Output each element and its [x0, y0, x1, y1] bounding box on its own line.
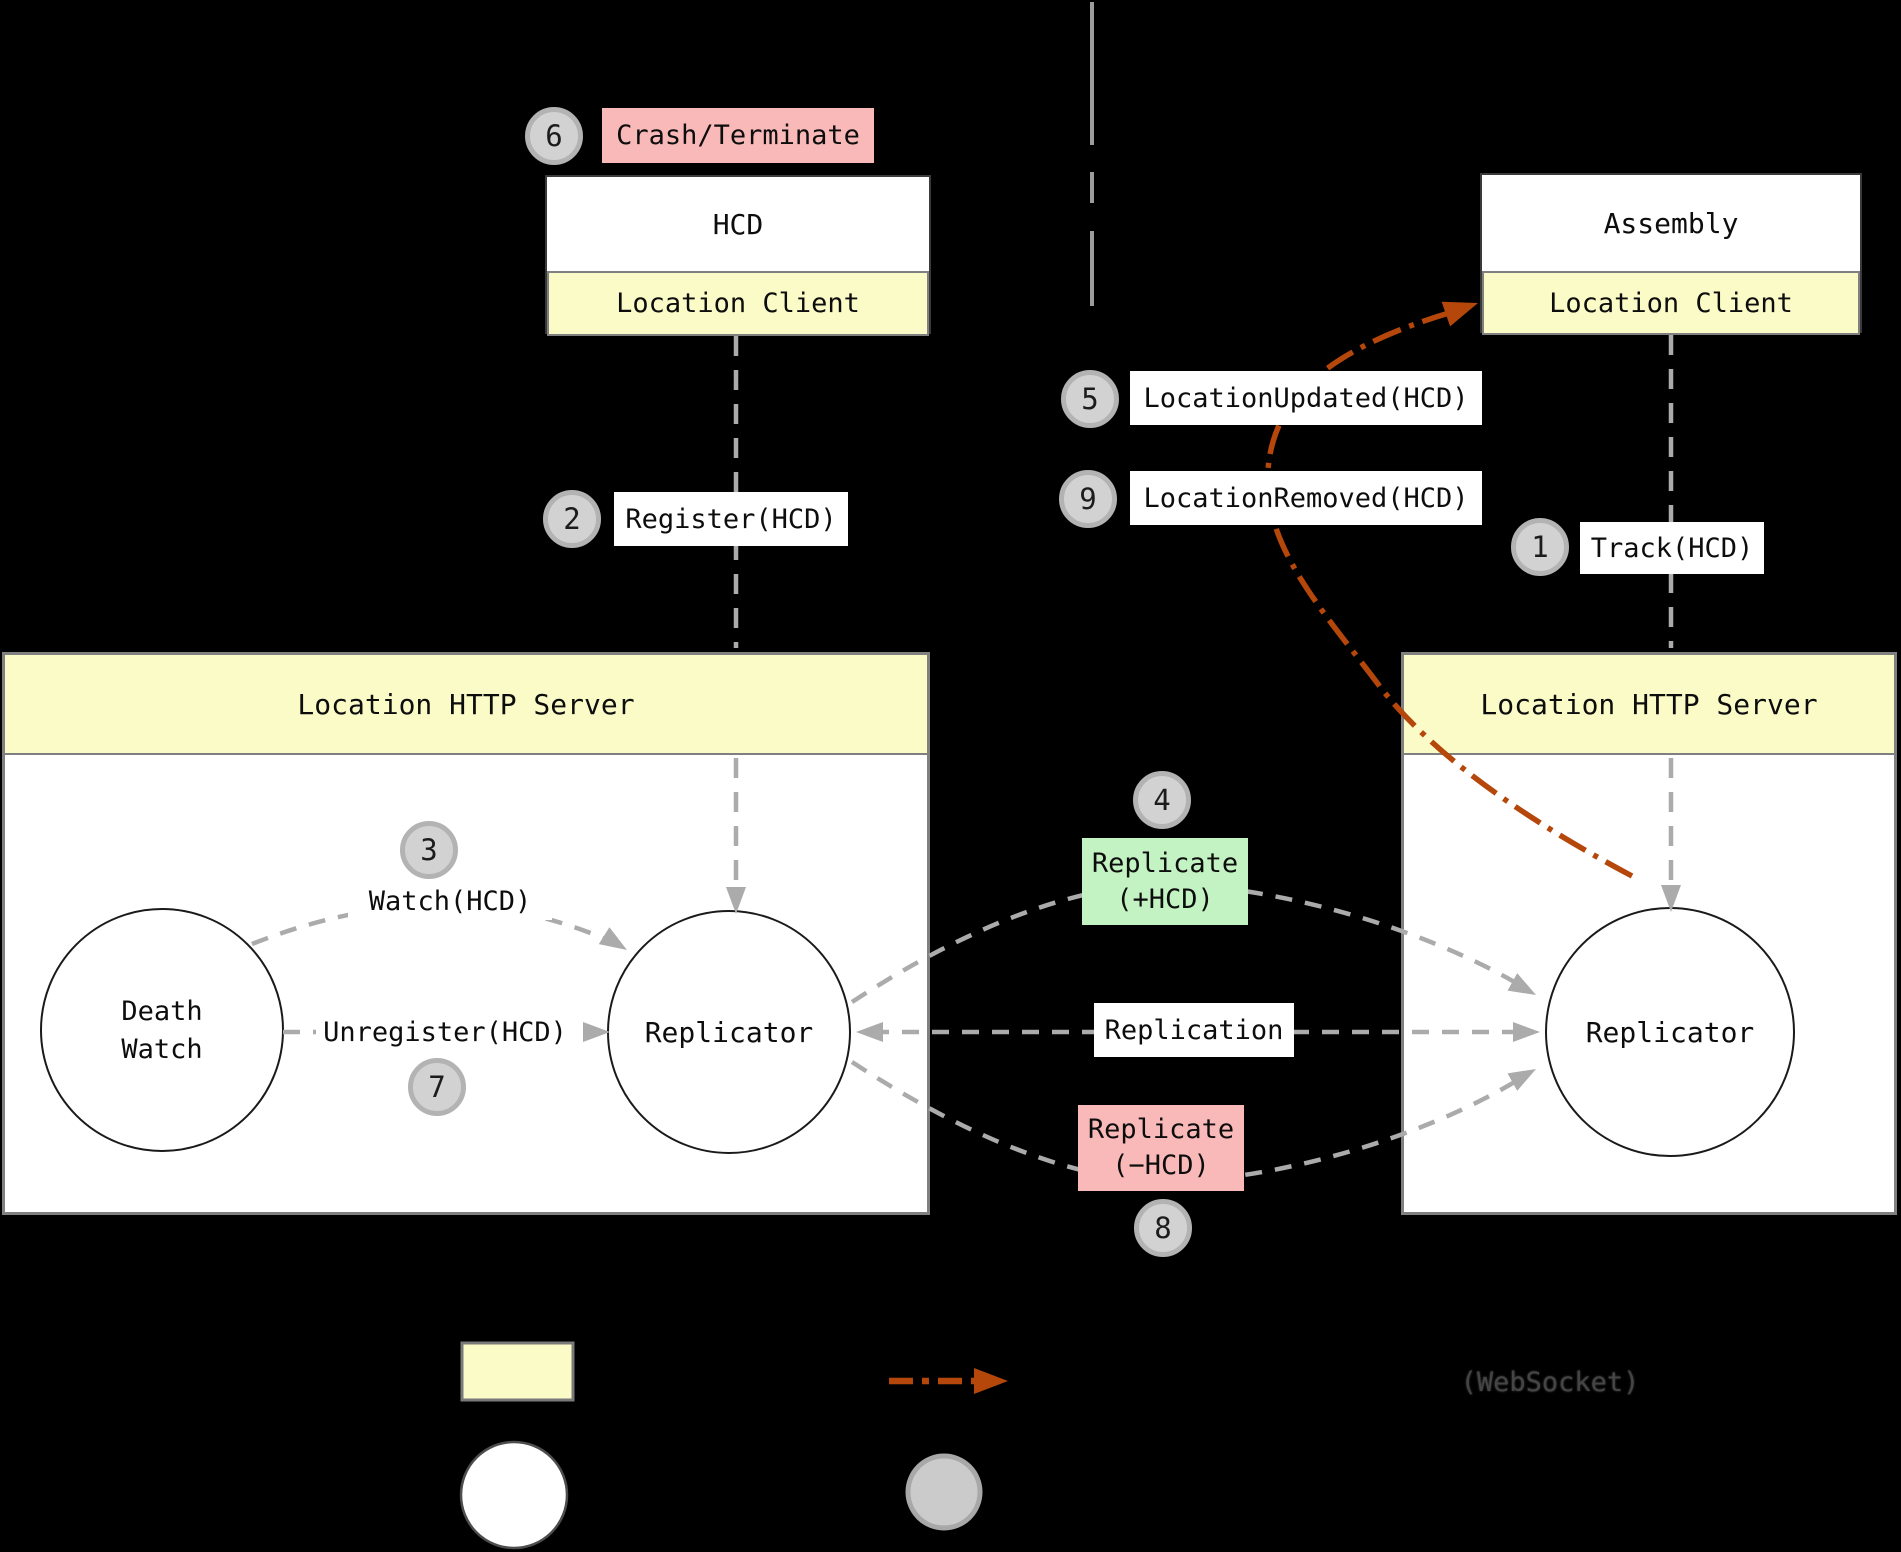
step-badge-2-text: 2 — [563, 502, 581, 536]
hcd-box: HCD Location Client — [545, 175, 931, 336]
death-watch-label: Death Watch — [82, 992, 242, 1070]
replicate-remove-line1: Replicate — [1087, 1114, 1235, 1145]
legend-yellow-swatch — [460, 1341, 575, 1402]
left-server-title: Location HTTP Server — [297, 687, 635, 721]
step-badge-8: 8 — [1134, 1199, 1192, 1257]
step-badge-7-text: 7 — [428, 1070, 446, 1104]
step-badge-9-text: 9 — [1079, 482, 1097, 516]
left-location-http-server-box: Location HTTP Server — [2, 652, 930, 1215]
death-watch-line2: Watch — [121, 1034, 203, 1065]
step-badge-3: 3 — [400, 821, 458, 879]
replicate-add-line1: Replicate — [1091, 847, 1239, 879]
replication-text: Replication — [1104, 1014, 1284, 1046]
location-updated-label: LocationUpdated(HCD) — [1130, 371, 1482, 425]
step-badge-3-text: 3 — [420, 833, 438, 867]
step-badge-7: 7 — [408, 1058, 466, 1116]
unregister-text: Unregister(HCD) — [323, 1016, 567, 1048]
step-badge-4-text: 4 — [1153, 783, 1171, 817]
death-watch-line1: Death — [121, 996, 203, 1027]
watch-label: Watch(HCD) — [348, 883, 552, 920]
step-badge-9: 9 — [1059, 470, 1117, 528]
step-badge-5-text: 5 — [1081, 382, 1099, 416]
assembly-title: Assembly — [1482, 175, 1860, 271]
replication-label: Replication — [1094, 1003, 1294, 1057]
unregister-label: Unregister(HCD) — [316, 1011, 574, 1053]
legend-websocket-arrowhead — [974, 1368, 1008, 1394]
right-server-header: Location HTTP Server — [1404, 655, 1894, 755]
register-label: Register(HCD) — [614, 492, 848, 546]
step-badge-2: 2 — [543, 490, 601, 548]
right-replicator-label: Replicator — [1570, 1012, 1770, 1052]
right-server-title: Location HTTP Server — [1480, 687, 1818, 721]
hcd-title: HCD — [547, 177, 929, 271]
step-badge-8-text: 8 — [1154, 1211, 1172, 1245]
replicate-add-label: Replicate (+HCD) — [1082, 838, 1248, 925]
replicate-remove-label: Replicate (−HCD) — [1078, 1105, 1244, 1191]
watch-text: Watch(HCD) — [368, 886, 532, 917]
left-replicator-label: Replicator — [629, 1012, 829, 1052]
legend-gray-circle — [905, 1453, 983, 1531]
right-replicator-text: Replicator — [1585, 1015, 1755, 1049]
register-text: Register(HCD) — [625, 503, 837, 535]
track-label: Track(HCD) — [1580, 522, 1764, 574]
location-removed-text: LocationRemoved(HCD) — [1143, 482, 1469, 514]
legend-websocket-text: (WebSocket) — [1460, 1366, 1640, 1398]
assembly-location-client: Location Client — [1482, 271, 1860, 335]
location-updated-text: LocationUpdated(HCD) — [1143, 382, 1469, 414]
right-location-http-server-box: Location HTTP Server — [1401, 652, 1897, 1215]
replicate-remove-line2: (−HCD) — [1112, 1150, 1210, 1181]
step-badge-5: 5 — [1061, 370, 1119, 428]
location-removed-label: LocationRemoved(HCD) — [1130, 471, 1482, 525]
track-text: Track(HCD) — [1590, 532, 1754, 564]
replicate-add-line2: (+HCD) — [1116, 883, 1214, 915]
step-badge-4: 4 — [1133, 771, 1191, 829]
hcd-location-client: Location Client — [547, 271, 929, 336]
crash-terminate-label: Crash/Terminate — [602, 108, 874, 163]
websocket-arrowhead — [1441, 301, 1478, 327]
assembly-box: Assembly Location Client — [1480, 173, 1862, 335]
step-badge-6-text: 6 — [545, 119, 563, 153]
crash-terminate-text: Crash/Terminate — [616, 120, 860, 151]
assembly-title-text: Assembly — [1603, 206, 1739, 240]
hcd-title-text: HCD — [712, 207, 764, 241]
hcd-location-client-text: Location Client — [616, 288, 860, 319]
assembly-location-client-text: Location Client — [1549, 287, 1793, 319]
step-badge-1-text: 1 — [1531, 530, 1549, 564]
legend-websocket-label: (WebSocket) — [1400, 1363, 1700, 1401]
left-server-header: Location HTTP Server — [5, 655, 927, 755]
step-badge-1: 1 — [1511, 518, 1569, 576]
legend-white-circle — [459, 1440, 569, 1550]
left-replicator-text: Replicator — [644, 1015, 814, 1049]
step-badge-6: 6 — [525, 107, 583, 165]
